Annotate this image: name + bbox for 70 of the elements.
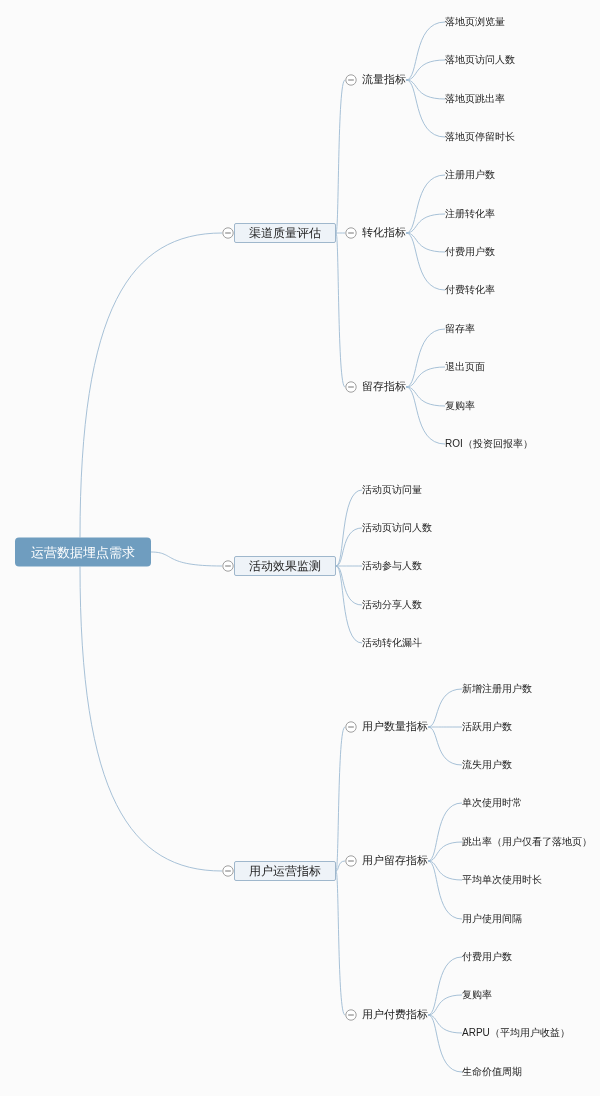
connector-line xyxy=(405,21,446,81)
connector-line xyxy=(79,566,223,872)
leaf-label: 单次使用时常 xyxy=(462,796,522,810)
leaf-label: 流失用户数 xyxy=(462,758,512,772)
connector-line xyxy=(405,328,446,388)
leaf-label: 落地页访问人数 xyxy=(445,53,515,67)
connector-line xyxy=(405,213,446,234)
leaf-label: 留存率 xyxy=(445,322,475,336)
subtopic-label: 用户留存指标 xyxy=(362,854,428,868)
connector-line xyxy=(427,860,463,920)
connector-line xyxy=(150,551,223,567)
subtopic-label: 留存指标 xyxy=(362,380,406,394)
leaf-label: 付费转化率 xyxy=(445,283,495,297)
connector-line xyxy=(335,860,346,872)
leaf-label: 注册转化率 xyxy=(445,207,495,221)
connector-line xyxy=(427,841,463,862)
connector-line xyxy=(405,174,446,234)
topic-box: 渠道质量评估 xyxy=(234,223,336,243)
connector-line xyxy=(427,726,463,766)
leaf-label: 落地页跳出率 xyxy=(445,92,505,106)
leaf-label: 复购率 xyxy=(462,988,492,1002)
root-topic-box: 运营数据埋点需求 xyxy=(15,537,151,567)
connector-line xyxy=(335,870,346,1016)
leaf-label: 活动参与人数 xyxy=(362,559,422,573)
connector-line xyxy=(427,1014,463,1073)
connector-line xyxy=(427,802,463,862)
subtopic-label: 流量指标 xyxy=(362,73,406,87)
leaf-label: 落地页浏览量 xyxy=(445,15,505,29)
leaf-label: 活动页访问人数 xyxy=(362,521,432,535)
leaf-label: 落地页停留时长 xyxy=(445,130,515,144)
connector-line xyxy=(405,59,446,81)
connector-line xyxy=(335,489,363,567)
connector-line xyxy=(335,527,363,567)
leaf-label: 新增注册用户数 xyxy=(462,682,532,696)
connector-line xyxy=(405,232,446,291)
leaf-label: 活跃用户数 xyxy=(462,720,512,734)
leaf-label: 活动分享人数 xyxy=(362,598,422,612)
connector-line xyxy=(427,994,463,1016)
connector-line xyxy=(335,565,363,567)
connector-line xyxy=(405,79,446,138)
connector-line xyxy=(427,726,463,728)
leaf-label: 生命价值周期 xyxy=(462,1065,522,1079)
leaf-label: 付费用户数 xyxy=(445,245,495,259)
subtopic-label: 转化指标 xyxy=(362,226,406,240)
topic-box: 用户运营指标 xyxy=(234,861,336,881)
leaf-label: 复购率 xyxy=(445,399,475,413)
subtopic-label: 用户付费指标 xyxy=(362,1008,428,1022)
leaf-label: 退出页面 xyxy=(445,360,485,374)
leaf-label: 跳出率（用户仅看了落地页） xyxy=(462,835,592,849)
connector-line xyxy=(427,688,463,728)
leaf-label: ARPU（平均用户收益） xyxy=(462,1026,570,1040)
connector-line xyxy=(335,565,363,606)
leaf-label: 平均单次使用时长 xyxy=(462,873,542,887)
leaf-label: 用户使用间隔 xyxy=(462,912,522,926)
topic-box: 活动效果监测 xyxy=(234,556,336,576)
leaf-label: 注册用户数 xyxy=(445,168,495,182)
connector-line xyxy=(405,386,446,445)
connector-line xyxy=(335,232,346,388)
connector-line xyxy=(335,726,346,872)
connector-line xyxy=(427,956,463,1016)
leaf-label: 活动页访问量 xyxy=(362,483,422,497)
connector-line xyxy=(405,366,446,388)
leaf-label: ROI（投资回报率） xyxy=(445,437,533,451)
connector-line xyxy=(79,232,223,538)
connector-line xyxy=(335,565,363,644)
leaf-label: 付费用户数 xyxy=(462,950,512,964)
subtopic-label: 用户数量指标 xyxy=(362,720,428,734)
leaf-label: 活动转化漏斗 xyxy=(362,636,422,650)
connector-line xyxy=(335,79,346,234)
connector-line xyxy=(335,232,346,234)
